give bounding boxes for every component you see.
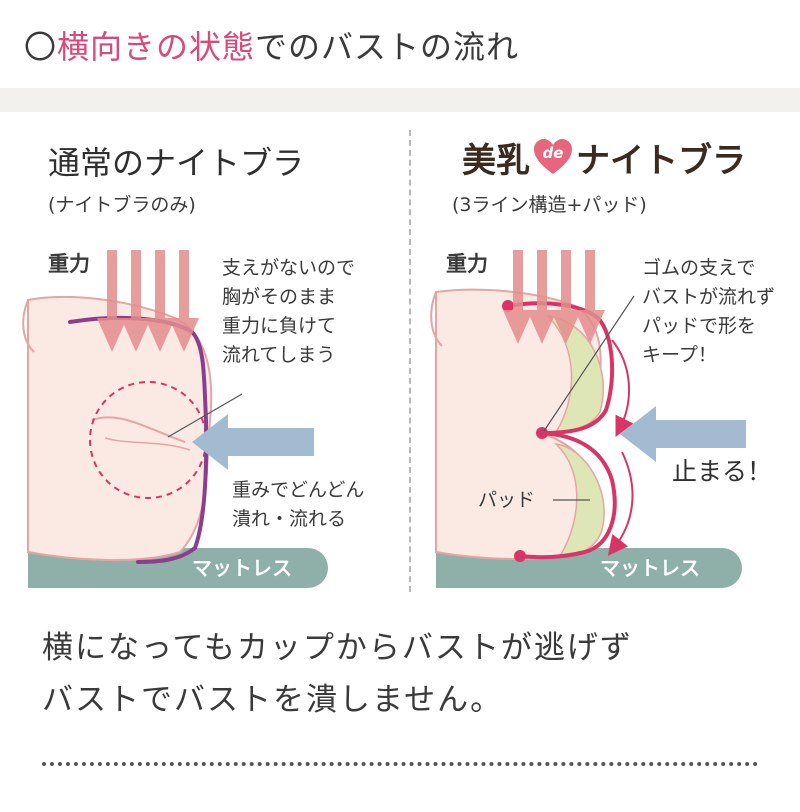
left-weight-line-2: 潰れ・流れる [232,508,347,530]
panel-divider [409,130,411,592]
title-accent: 横向きの状態 [57,28,256,66]
right-gravity-label: 重力 [446,252,488,276]
caption: 横になってもカップからバストが逃げず バストでバストを潰しません。 [42,622,633,726]
right-illustration [430,250,746,588]
left-note-line-2: 胸がそのまま [222,286,337,308]
brand-title: 美乳 de ナイトブラ [462,132,746,182]
left-note: 支えがないので 胸がそのまま 重力に負けて 流れてしまう [222,254,355,370]
page-title: 〇横向きの状態でのバストの流れ [24,22,519,68]
left-gravity-label: 重力 [48,252,90,276]
right-anchor-top [502,300,514,312]
stop-label: 止まる！ [672,457,773,486]
left-weight-note: 重みでどんどん 潰れ・流れる [232,476,364,534]
left-illustration [22,250,328,588]
left-weight-line-1: 重みでどんどん [232,479,365,501]
heart-icon: de [532,138,574,176]
title-rest: でのバストの流れ [255,28,520,66]
brand-part-2: ナイトブラ [576,140,746,181]
right-mattress-label: マットレス [600,556,700,580]
right-note-line-2: バストが流れず [642,286,776,308]
left-note-line-4: 流れてしまう [222,344,336,366]
dotted-separator [42,762,758,766]
right-note: ゴムの支えで バストが流れず パッドで形を キープ！ [642,254,775,370]
right-gravity-arrows [503,250,605,344]
right-anchor-mid [536,427,548,439]
right-note-line-4: キープ！ [642,344,717,366]
right-panel-subtitle: (3ライン構造+パッド) [452,194,647,216]
left-mattress-label: マットレス [192,556,292,580]
right-side-arrow [620,406,746,462]
header-band [0,88,800,112]
pad-label: パッド [478,489,536,511]
left-note-line-1: 支えがないので [222,257,356,279]
right-note-line-1: ゴムの支えで [642,257,756,279]
right-anchor-bottom [514,550,526,562]
left-gravity-arrows [97,250,199,352]
caption-line-2: バストでバストを潰しません。 [42,682,504,718]
left-panel-subtitle: (ナイトブラのみ) [48,194,196,216]
circle-mark: 〇 [24,28,58,66]
right-note-line-3: パッドで形を [642,315,757,337]
left-body [27,295,213,561]
header: 〇横向きの状態でのバストの流れ [0,0,800,88]
caption-line-1: 横になってもカップからバストが逃げず [42,630,633,666]
brand-part-1: 美乳 [462,140,530,181]
left-panel-title: 通常のナイトブラ [48,144,305,182]
heart-de-text: de [542,144,564,162]
left-side-arrow [192,414,314,470]
left-note-line-3: 重力に負けて [222,315,337,337]
